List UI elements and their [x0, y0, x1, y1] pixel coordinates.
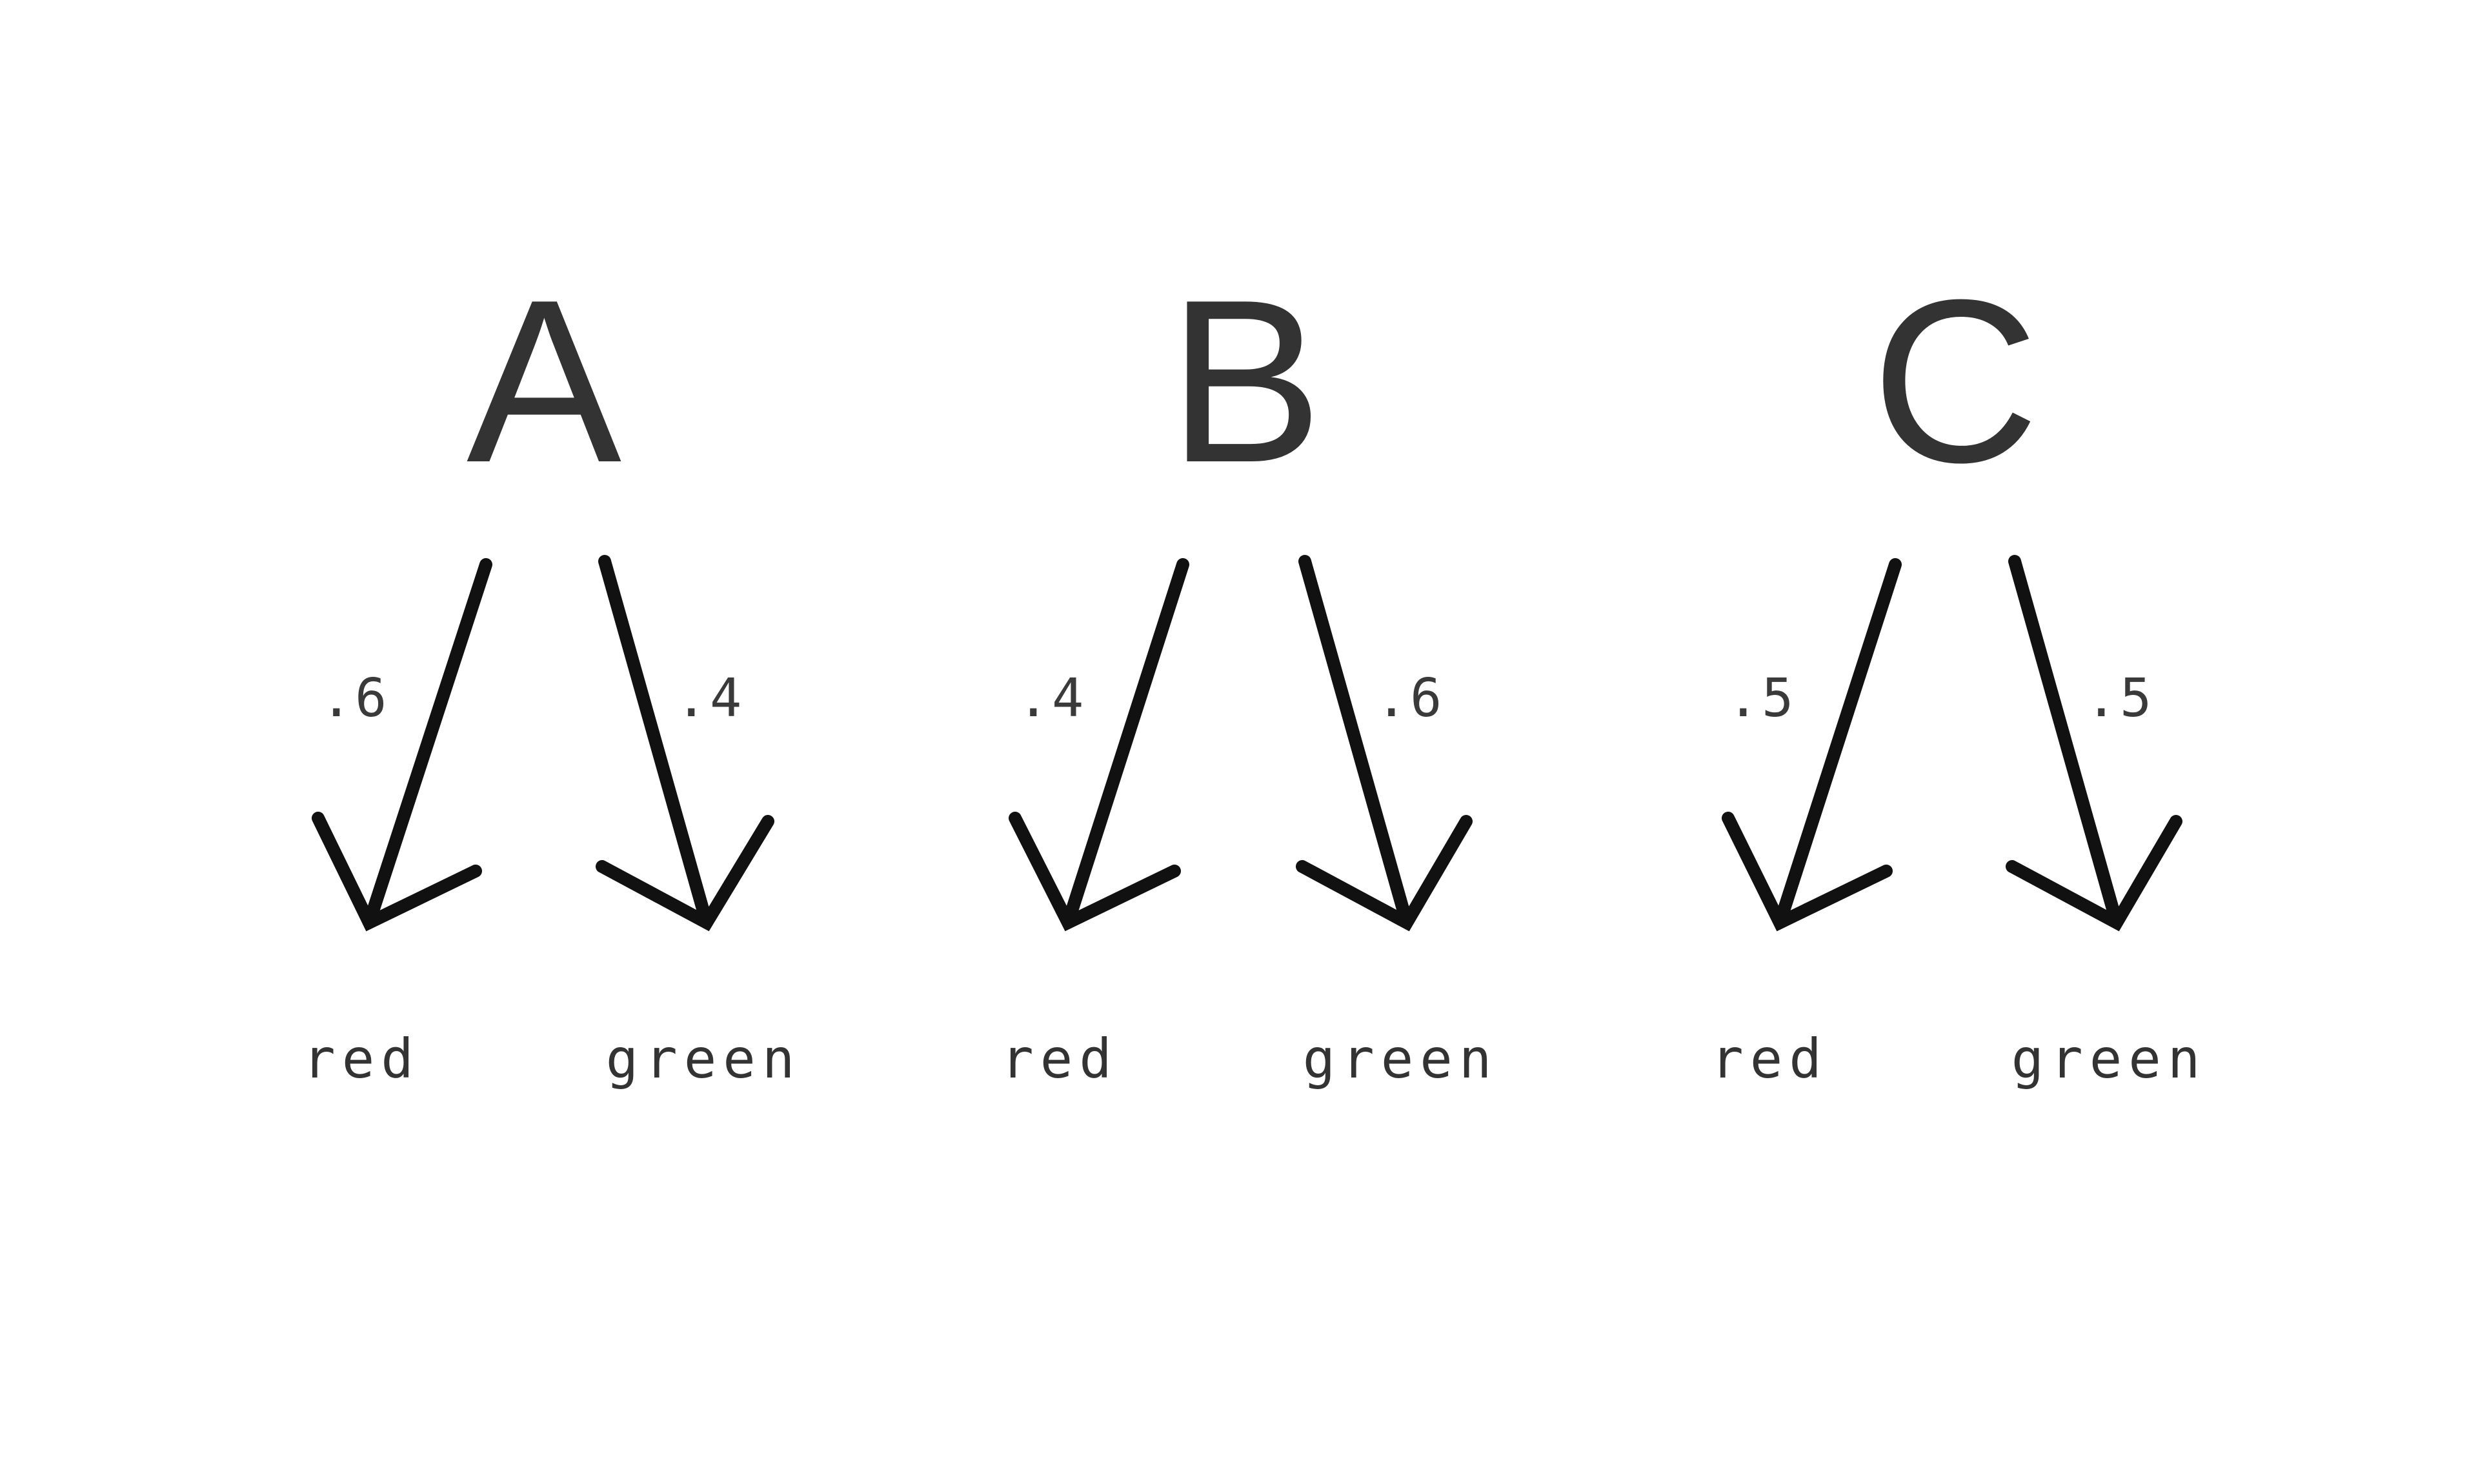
arrow-right-branch [2006, 555, 2182, 932]
arrow-left-branch [312, 558, 492, 932]
outcome-label: green [606, 1027, 801, 1090]
branch-probability-label: .6 [1376, 668, 1445, 729]
arrow-left-branch [1722, 558, 1902, 932]
node-letter: B [1168, 252, 1323, 511]
node-letter: A [467, 252, 623, 511]
outcome-label: green [1303, 1027, 1498, 1090]
branch-probability-label: .4 [1018, 668, 1087, 729]
branch-probability-label: .5 [2086, 668, 2155, 729]
branch-probability-label: .5 [1728, 668, 1797, 729]
outcome-label: green [2011, 1027, 2207, 1090]
group-c: C .5 .5 red green [1711, 252, 2207, 1090]
arrow-right-branch [1296, 555, 1473, 932]
outcome-label: red [1001, 1027, 1118, 1090]
arrow-left-branch [1009, 558, 1189, 932]
branch-probability-label: .4 [676, 668, 745, 729]
outcome-label: red [1711, 1027, 1828, 1090]
outcome-label: red [303, 1027, 420, 1090]
branch-probability-label: .6 [321, 668, 390, 729]
group-a: A .6 .4 red green [303, 252, 801, 1090]
arrow-right-branch [596, 555, 774, 932]
group-b: B .4 .6 red green [1001, 252, 1498, 1090]
node-letter: C [1871, 252, 2039, 511]
